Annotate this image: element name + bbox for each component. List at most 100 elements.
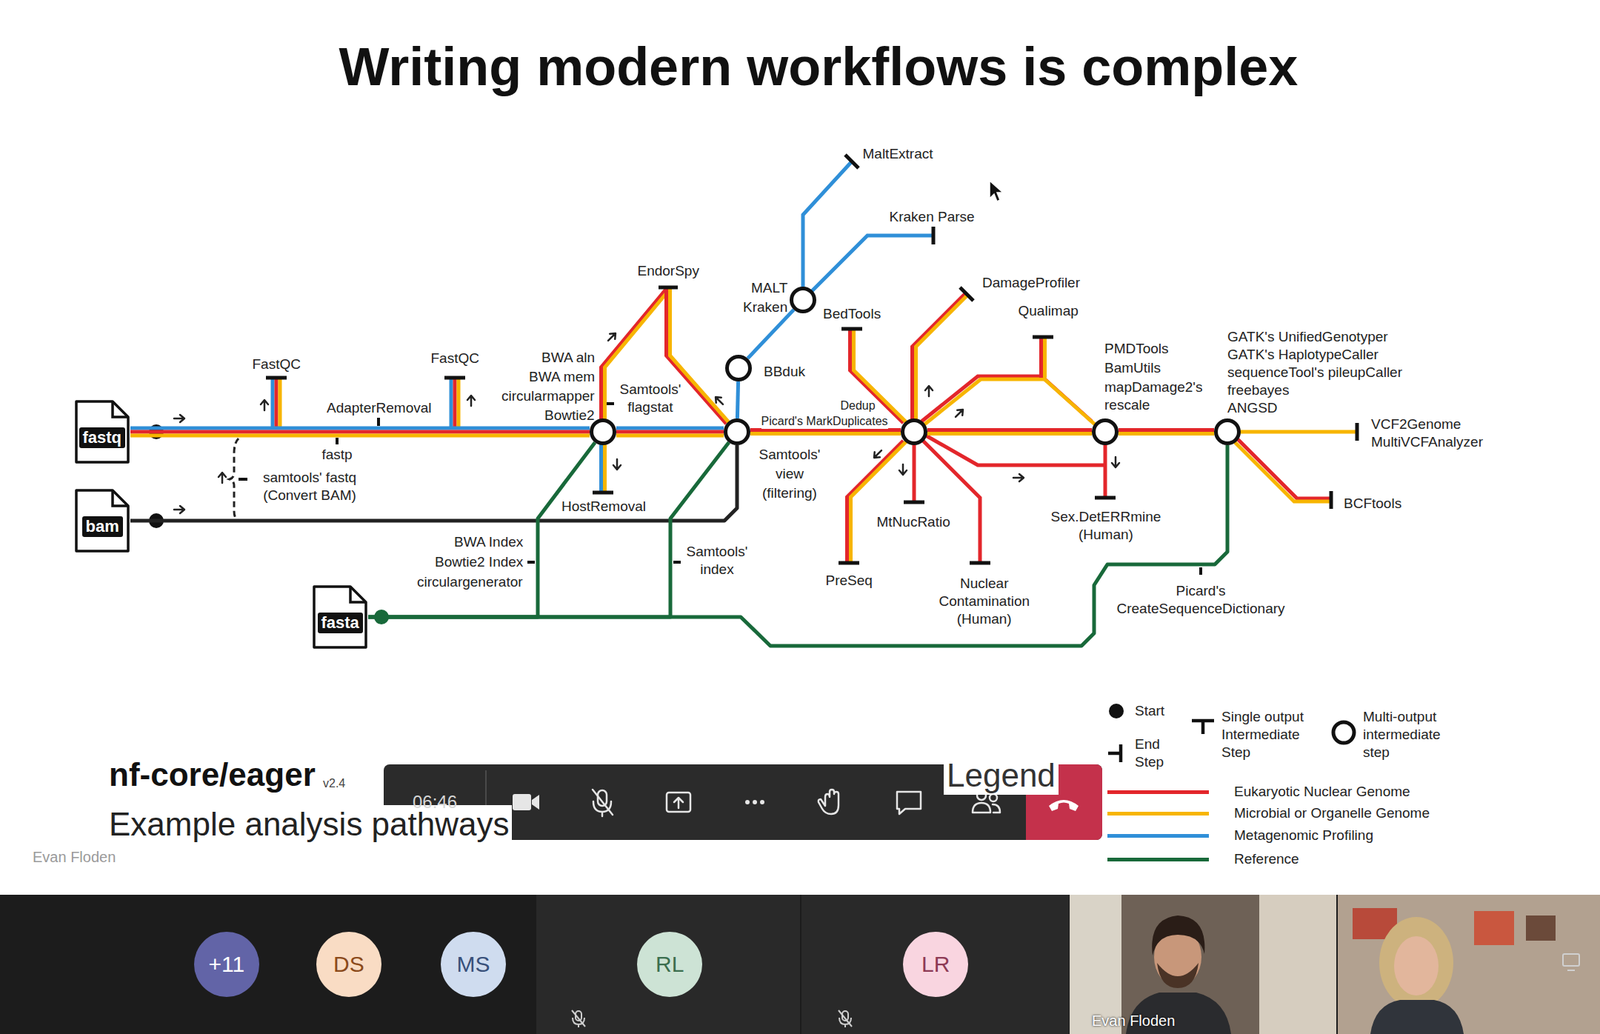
metro-line [130,428,590,436]
direction-arrow [605,331,619,344]
branch-lines [272,161,1358,563]
metro-line-stripe [1118,431,1215,436]
video-name: Evan Floden [1091,1011,1175,1030]
legend-label: Start [1134,702,1165,720]
legend-label: Eukaryotic Nuclear Genome [1234,782,1411,801]
multi-output-station: PMDToolsBamUtilsmapDamage2's rescale [1091,418,1119,446]
metro-line-stripe [616,426,724,431]
branch-stripe [599,442,603,493]
metro-line [750,430,901,435]
station-label: BamUtils [1104,359,1161,378]
step-label: Samtools' flagstat [620,380,682,417]
file-type-label: fastq [79,427,126,449]
camera-icon [512,794,540,811]
presenter-name: Evan Floden [32,848,116,866]
station-label: MALT [751,279,788,298]
metro-line [130,445,738,521]
branch-stripe [924,379,1095,425]
video-background [1069,894,1337,1034]
branch-stripe [670,288,731,424]
end-bar [444,376,466,380]
step-label: FastQC [431,349,480,368]
participant-avatar: RL [637,931,703,998]
file-icon: bam [74,488,131,553]
legend-start-dot [1108,703,1124,719]
branch-stripe [847,440,904,563]
branch-line [811,235,934,292]
metro-line-stripe [130,434,590,438]
direction-arrow [925,385,933,397]
file-fold [112,490,129,506]
screen-icon-stand [1567,969,1575,972]
participant-avatar: +11 [194,931,260,998]
direction-arrow [1111,457,1120,468]
end-bar [931,226,936,245]
legend-label: End Step [1134,735,1164,772]
step-label: fastp [322,445,353,464]
file-type-label: bam [82,516,123,538]
end-bar [1032,335,1054,340]
step-label: samtools' fastq (Convert BAM) [250,468,369,505]
multi-output-station: MALTKraken [789,286,817,314]
branch-line [1240,430,1358,435]
station-label: Bowtie2 [544,406,595,425]
station-label: Kraken [742,298,788,317]
mic-slash [838,1010,852,1027]
file-fold [112,401,129,418]
metro-line [368,442,729,618]
avatar-initials: RL [655,951,684,978]
version-label: v2.4 [322,776,346,792]
branch-stripe [274,377,279,427]
direction-arrow [953,407,966,420]
legend-single-output-symbol [1191,720,1215,735]
station-label: GATK's UnifiedGenotyper [1227,328,1389,346]
more-dot [760,800,765,805]
metro-line [1118,430,1215,435]
end-bar [969,561,991,566]
step-label: BedTools [822,305,881,323]
video-person-body [1370,1000,1464,1034]
mouse-cursor [989,180,1003,202]
legend-swatch [1107,811,1209,816]
direction-arrow [899,464,907,475]
end-bar [903,500,925,505]
end-bar [841,327,863,332]
step-label: Kraken Parse [889,208,975,226]
video-person-beard [1157,962,1199,989]
multi-output-station: Samtools' view (filtering) [723,418,751,446]
step-label: VCF2Genome MultiVCFAnalyzer [1371,415,1483,452]
step-label: Samtools' index [686,542,749,579]
metro-line [368,442,595,618]
step-label: BWA Index [454,533,523,552]
station-label: circularmapper [501,387,595,406]
branch-line [925,435,1106,466]
direction-arrow [174,505,185,514]
step-label: Sex.DetERRmine (Human) [1051,508,1162,544]
participant-avatar: LR [902,931,969,998]
step-tick [238,477,248,481]
multi-output-station: BWA alnBWA memcircularmapperBowtie2 [589,418,617,446]
metro-line-stripe [747,309,794,359]
more-dot [752,800,758,805]
step-label: PreSeq [825,571,873,590]
branch-stripe [1234,442,1330,502]
video-person-hair [1151,915,1205,956]
branch-line [912,444,917,503]
metro-line [368,445,1228,646]
metro-line-stripe [737,381,738,419]
station-label: ANGSD [1227,399,1278,418]
station-label: freebayes [1227,381,1289,400]
metro-line-stripe [1118,428,1215,432]
end-bar [1094,496,1116,500]
step-tick [377,417,380,426]
avatar-initials: MS [457,951,491,978]
file-type-label: fasta [317,612,363,634]
participant-tile [536,894,800,1034]
branch-stripe [666,288,727,424]
metro-line-stripe [927,431,1092,436]
direction-arrow [260,400,269,411]
phone-icon [1048,800,1079,812]
metro-line-stripe [750,431,901,436]
people-icon-body [972,802,1000,813]
